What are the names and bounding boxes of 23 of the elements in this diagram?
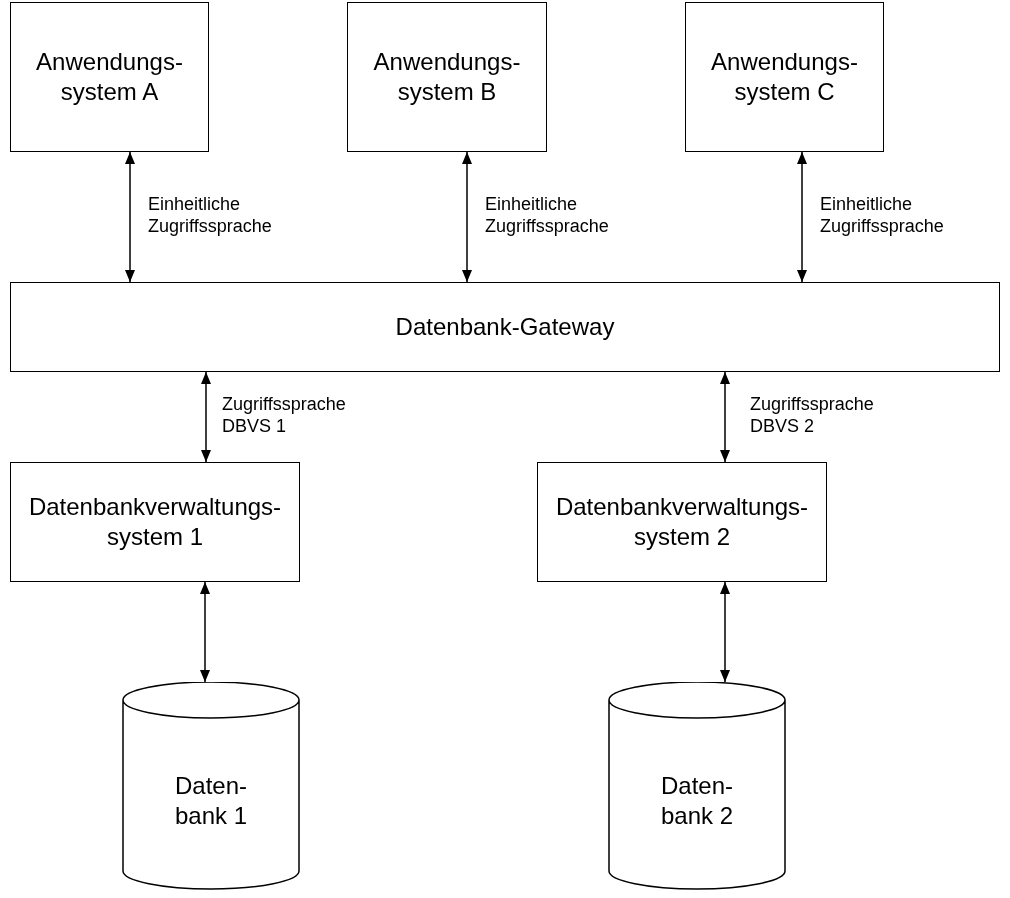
double-arrow (797, 151, 807, 283)
double-arrow (201, 371, 211, 463)
node-text: Datenbankverwaltungs- system 1 (27, 492, 283, 552)
database-cylinder (122, 682, 300, 890)
process-box (347, 2, 547, 152)
process-box (10, 282, 1000, 372)
node-text: Datenbank-Gateway (394, 312, 616, 342)
node-text: Daten- bank 1 (173, 771, 249, 831)
process-box (685, 2, 884, 152)
process-box (10, 2, 209, 152)
node-text: Anwendungs- system C (710, 47, 859, 107)
process-box (10, 462, 300, 582)
double-arrow (125, 151, 135, 283)
database-cylinder (608, 682, 786, 890)
double-arrow (462, 151, 472, 283)
node-text: Datenbankverwaltungs- system 2 (554, 492, 810, 552)
double-arrow (720, 371, 730, 463)
node-text: Anwendungs- system A (35, 47, 184, 107)
node-text: Anwendungs- system B (372, 47, 522, 107)
node-text: Daten- bank 2 (659, 771, 735, 831)
double-arrow (720, 581, 730, 683)
double-arrow (200, 581, 210, 683)
process-box (537, 462, 827, 582)
